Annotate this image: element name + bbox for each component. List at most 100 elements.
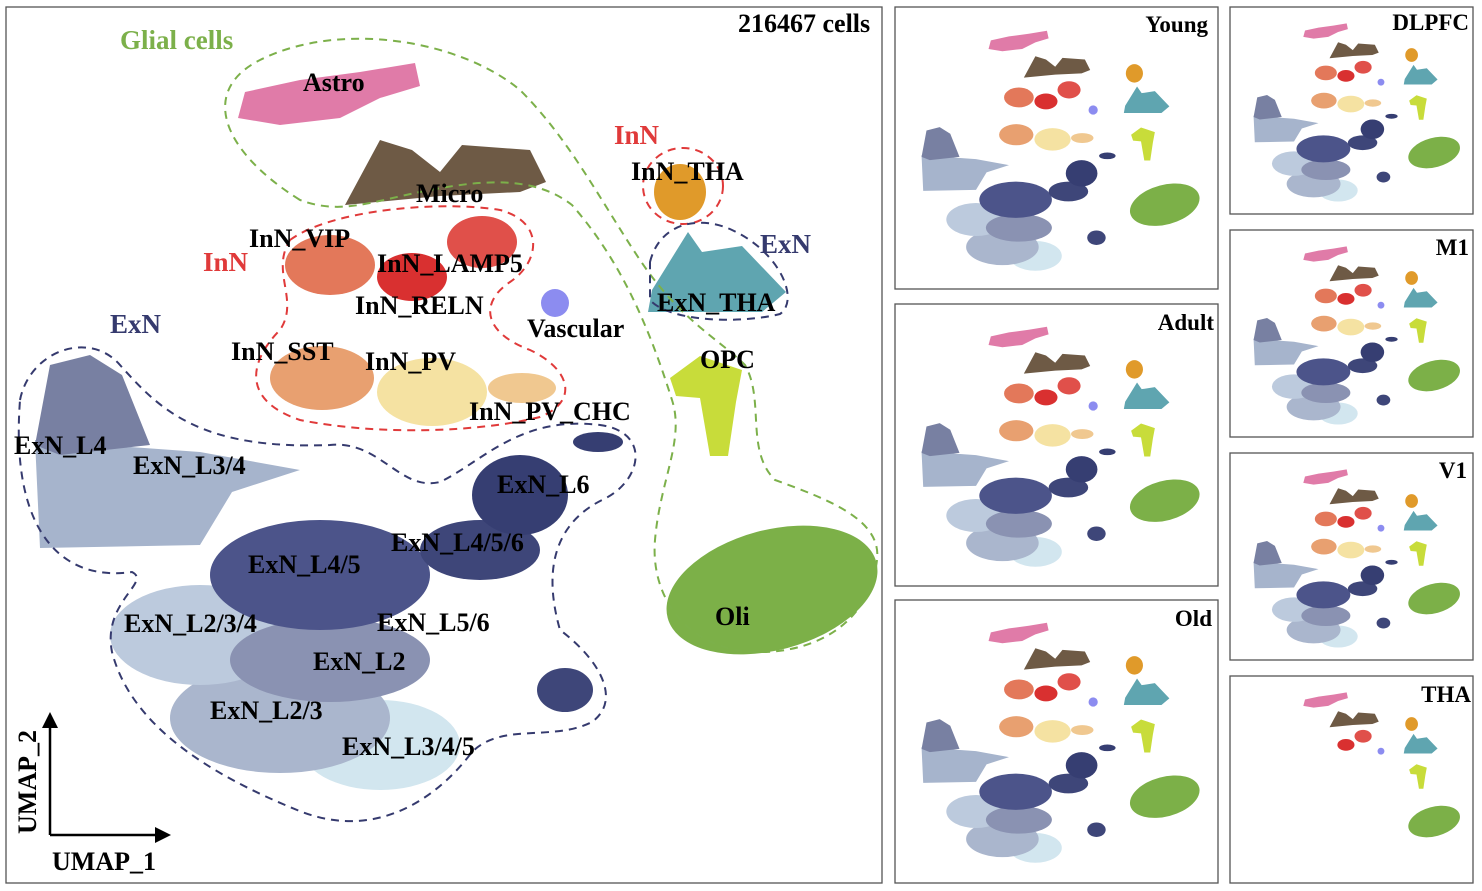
- cluster-micro: [1329, 488, 1379, 505]
- cluster-astro: [1303, 246, 1348, 262]
- panel-title-m1: M1: [1436, 235, 1469, 260]
- cluster-inn-lamp5: [1354, 283, 1372, 297]
- cluster-inn-pv-chc: [1364, 322, 1382, 330]
- cluster-exn-l6: [1360, 119, 1385, 140]
- cluster-inn-pv: [1337, 318, 1365, 336]
- cluster-exn-tha: [1123, 382, 1170, 409]
- cluster-exn-l4-5-6: [1347, 581, 1378, 597]
- cluster-inn-pv: [1034, 128, 1071, 151]
- mini-umap-v1: [1253, 469, 1460, 648]
- cluster-exn-l4: [921, 719, 960, 753]
- cluster-exn-l4-5-6: [1376, 171, 1391, 183]
- cell-count: 216467 cells: [738, 9, 870, 38]
- cluster-exn-tha: [1123, 678, 1170, 705]
- cluster-vascular: [1088, 105, 1098, 115]
- label-exn-l6: ExN_L6: [497, 470, 589, 499]
- cluster-inn-reln: [1337, 515, 1355, 528]
- cluster-exn-l4-5: [1296, 581, 1351, 609]
- cluster-inn-reln: [1337, 738, 1355, 751]
- cluster-exn-l4-5-6: [537, 668, 593, 712]
- cluster-vascular: [1088, 697, 1098, 707]
- cluster-exn-tha: [648, 232, 786, 312]
- inn-outline: [255, 205, 567, 432]
- label-inn-pv-chc: InN_PV_CHC: [469, 397, 631, 426]
- cluster-inn-reln: [1337, 292, 1355, 305]
- label-astro: Astro: [303, 68, 365, 97]
- cluster-inn-pv-chc: [1364, 545, 1382, 553]
- label-exn-l4-5-6: ExN_L4/5/6: [391, 528, 524, 557]
- cluster-exn-tha: [1403, 733, 1438, 754]
- cluster-micro: [1023, 56, 1091, 78]
- cluster-exn-l6: [1385, 336, 1398, 342]
- cluster-exn-l4-5-6: [1048, 181, 1089, 202]
- panel-title-old: Old: [1175, 606, 1212, 631]
- cluster-exn-l3-4: [1253, 561, 1319, 589]
- cluster-vascular: [1377, 78, 1385, 86]
- group-label-inn: InN: [203, 247, 249, 277]
- cluster-inn-reln: [1034, 389, 1058, 406]
- cluster-astro: [1303, 692, 1348, 708]
- cluster-exn-l6: [1360, 565, 1385, 586]
- cluster-opc: [1409, 95, 1427, 120]
- cluster-opc: [1131, 127, 1155, 161]
- group-label-exn: ExN: [110, 309, 162, 339]
- cluster-oli: [1408, 582, 1460, 615]
- panel-tha: [1229, 675, 1474, 884]
- cluster-exn-l4-5-6: [1376, 617, 1391, 629]
- label-exn-l4: ExN_L4: [14, 431, 106, 460]
- cluster-inn-lamp5: [1354, 729, 1372, 743]
- panel-title-adult: Adult: [1158, 310, 1215, 335]
- inn-tha-outline: [642, 147, 724, 225]
- cluster-exn-l2: [1301, 159, 1351, 180]
- cluster-astro: [1303, 469, 1348, 485]
- cluster-exn-l2: [985, 805, 1052, 834]
- cluster-exn-l6: [1360, 342, 1385, 363]
- label-exn-tha: ExN_THA: [657, 288, 776, 317]
- cluster-exn-l6: [1065, 456, 1098, 483]
- cluster-inn-pv: [1034, 720, 1071, 743]
- label-inn-pv: InN_PV: [365, 347, 456, 376]
- cluster-points: [35, 63, 878, 790]
- cluster-exn-l2: [985, 213, 1052, 242]
- cluster-inn-lamp5: [447, 216, 517, 268]
- label-exn-l2: ExN_L2: [313, 647, 405, 676]
- cluster-exn-l6: [573, 432, 623, 452]
- cluster-inn-tha: [1405, 717, 1418, 731]
- cluster-exn-l4-5-6: [1048, 773, 1089, 794]
- cluster-inn-reln: [1034, 93, 1058, 110]
- label-vascular: Vascular: [527, 314, 624, 343]
- label-opc: OPC: [700, 345, 755, 374]
- label-exn-l5-6: ExN_L5/6: [377, 608, 490, 637]
- panel-title-young: Young: [1145, 12, 1208, 37]
- cluster-astro: [988, 326, 1049, 348]
- cluster-exn-l4: [1253, 317, 1282, 343]
- mini-umap-young: [921, 30, 1200, 271]
- cluster-opc: [670, 356, 742, 456]
- cluster-exn-l4-5-6: [1048, 477, 1089, 498]
- group-label-inn-tha: InN: [614, 120, 660, 150]
- mini-umap-m1: [1253, 246, 1460, 425]
- cluster-inn-vip: [285, 235, 375, 295]
- cluster-exn-l2: [1301, 605, 1351, 626]
- cluster-micro: [345, 140, 546, 205]
- cluster-opc: [1409, 318, 1427, 343]
- cluster-exn-l4-5-6: [1087, 230, 1106, 245]
- cluster-oli: [1129, 479, 1200, 522]
- cluster-inn-sst: [1311, 538, 1337, 555]
- cluster-oli: [1408, 805, 1460, 838]
- cluster-exn-l4-5: [979, 773, 1052, 810]
- cluster-exn-l4-5-6: [1347, 358, 1378, 374]
- cluster-inn-lamp5: [1057, 673, 1081, 691]
- group-label-exn-tha: ExN: [760, 229, 812, 259]
- cluster-exn-l3-4: [35, 440, 300, 548]
- cluster-inn-vip: [1004, 383, 1034, 404]
- cluster-inn-tha: [1125, 360, 1143, 379]
- cluster-inn-lamp5: [1057, 377, 1081, 395]
- cluster-inn-sst: [999, 420, 1034, 442]
- cluster-exn-l4-5-6: [420, 520, 540, 580]
- cluster-micro: [1023, 352, 1091, 374]
- cluster-exn-l4-5-6: [1087, 822, 1106, 837]
- cluster-opc: [1409, 764, 1427, 789]
- label-inn-sst: InN_SST: [231, 337, 334, 366]
- cluster-inn-sst: [1311, 92, 1337, 109]
